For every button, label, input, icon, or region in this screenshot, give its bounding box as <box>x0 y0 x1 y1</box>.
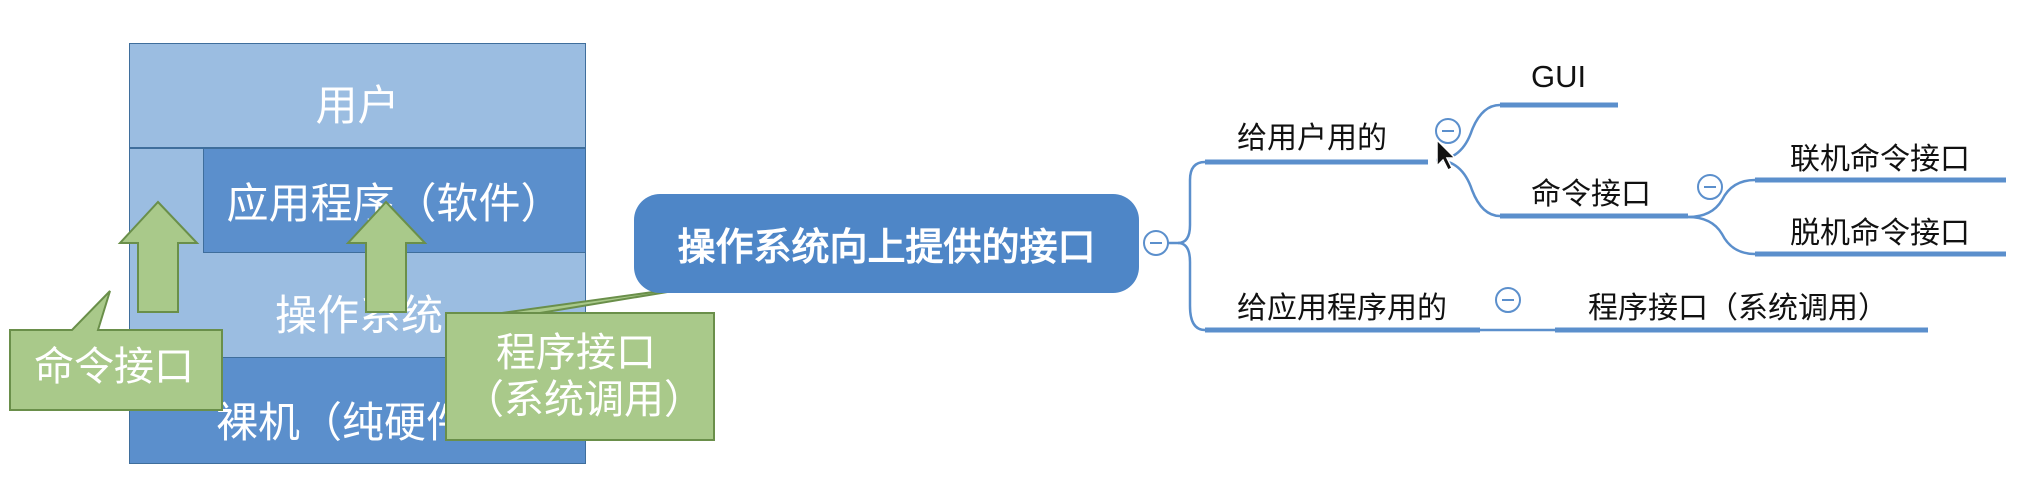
program-callout-bubble <box>445 279 741 441</box>
collapse-icon[interactable] <box>1435 118 1461 144</box>
collapse-icon[interactable] <box>1495 287 1521 313</box>
command-callout-label: 命令接口 <box>34 344 194 390</box>
root-node-label: 操作系统向上提供的接口 <box>677 225 1096 269</box>
node-offline-command[interactable]: 脱机命令接口 <box>1790 216 1970 251</box>
node-for-app[interactable]: 给应用程序用的 <box>1237 291 1447 326</box>
mouse-cursor-icon <box>1436 138 1457 172</box>
layer-label-user: 用户 <box>315 81 400 130</box>
collapse-icon[interactable] <box>1697 174 1723 200</box>
program-callout-line2: （系统调用） <box>464 377 704 423</box>
node-for-user[interactable]: 给用户用的 <box>1237 121 1387 156</box>
command-callout-bubble <box>9 290 223 411</box>
node-program-interface[interactable]: 程序接口（系统调用） <box>1588 291 1888 326</box>
layer-user: 用户 <box>129 43 586 148</box>
node-command-interface[interactable]: 命令接口 <box>1531 177 1651 212</box>
up-arrow-icon <box>117 200 200 313</box>
node-online-command[interactable]: 联机命令接口 <box>1790 142 1970 177</box>
up-arrow-icon <box>345 200 428 313</box>
program-callout-line1: 程序接口 <box>496 330 656 376</box>
node-gui[interactable]: GUI <box>1531 59 1587 94</box>
layer-label-os: 操作系统 <box>275 291 444 340</box>
collapse-icon[interactable] <box>1143 230 1169 256</box>
root-node[interactable]: 操作系统向上提供的接口 <box>634 194 1139 293</box>
